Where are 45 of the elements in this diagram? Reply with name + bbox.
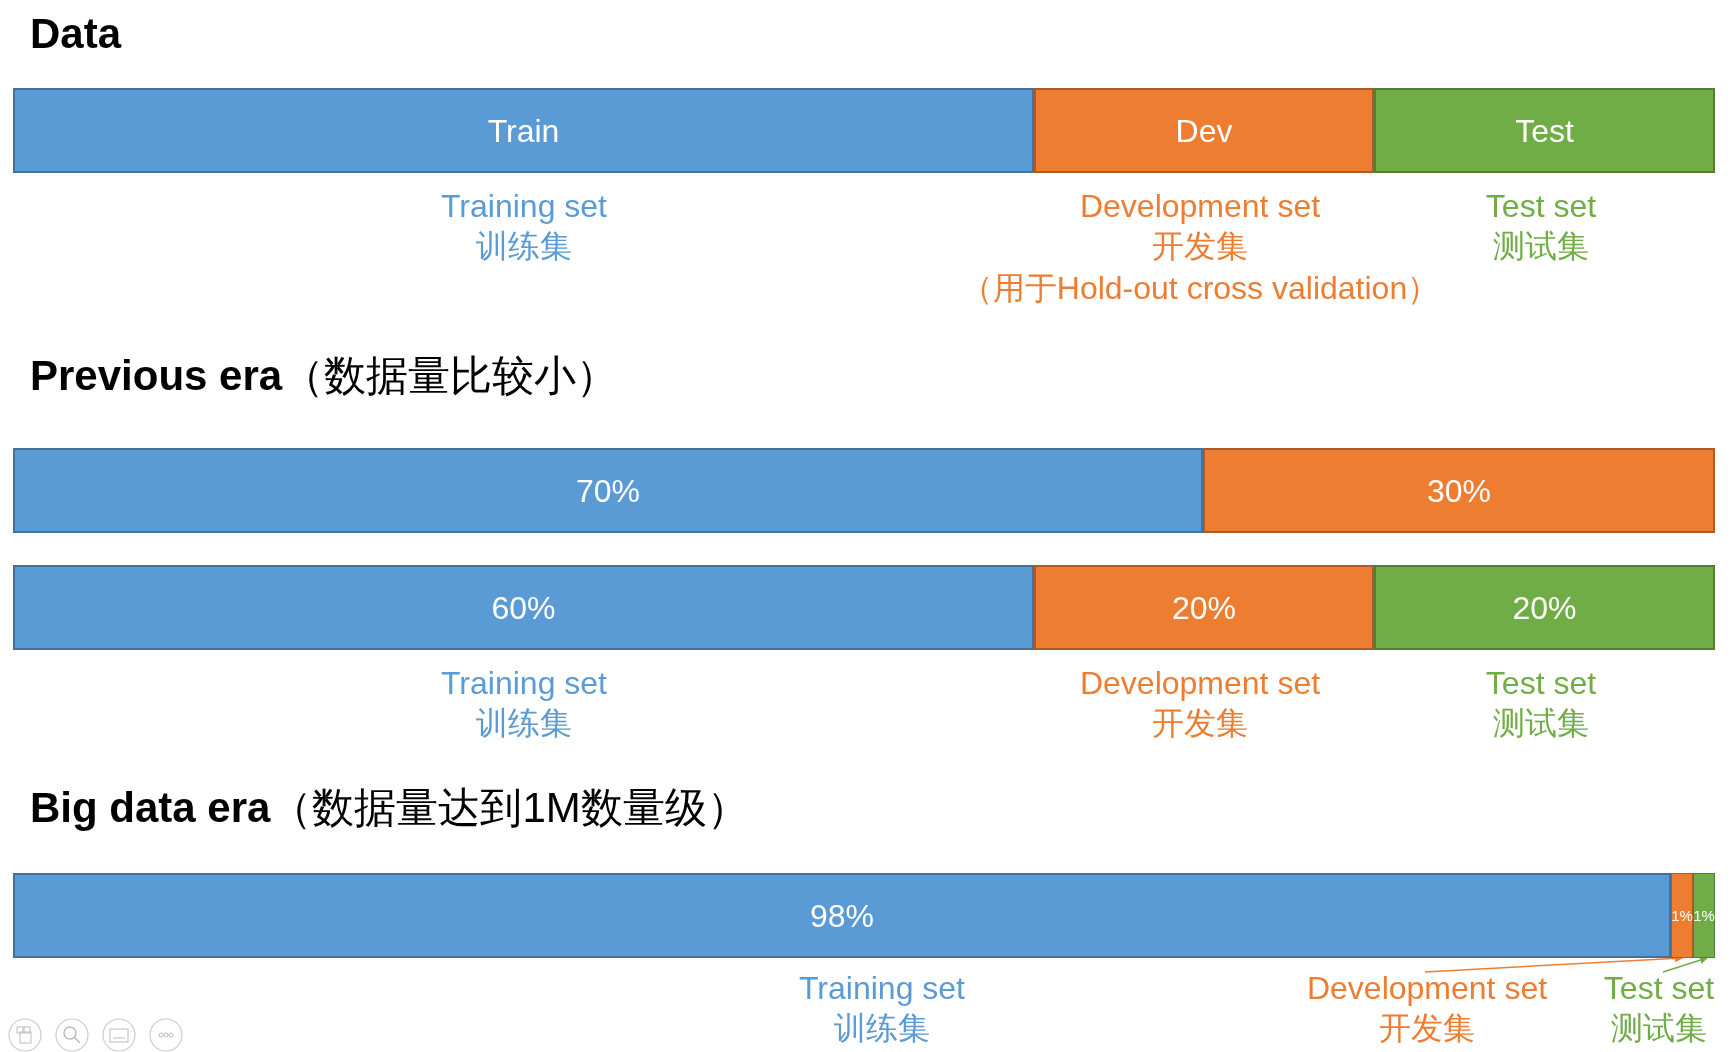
set-label: 测试集 — [1492, 227, 1590, 266]
set-label: 开发集 — [1151, 704, 1249, 743]
set-label: 训练集 — [475, 227, 573, 266]
arrow — [1662, 956, 1708, 973]
percentage-label: 1% — [1693, 905, 1715, 926]
set-label: （用于Hold-out cross validation） — [959, 269, 1441, 308]
set-label: Training set — [798, 969, 966, 1008]
bar-segment — [1693, 873, 1715, 958]
bar-segment — [13, 448, 1203, 533]
bar-segment — [1374, 565, 1715, 650]
set-label: Test set — [1603, 969, 1715, 1008]
percentage-label: 20% — [1512, 588, 1577, 628]
bar-segment — [1374, 88, 1715, 173]
set-label: 训练集 — [475, 704, 573, 743]
bar-segment — [13, 873, 1671, 958]
set-label: 开发集 — [1379, 1009, 1475, 1048]
percentage-label: 70% — [575, 471, 640, 511]
set-label: 测试集 — [1492, 704, 1590, 743]
bar-segment — [1034, 88, 1374, 173]
bar-segment — [1671, 873, 1693, 958]
bar-segment — [1203, 448, 1715, 533]
set-label: 测试集 — [1611, 1009, 1707, 1048]
bar-segment — [13, 88, 1034, 173]
percentage-label: Test — [1515, 111, 1574, 151]
percentage-label: 30% — [1426, 471, 1491, 511]
set-label: 开发集 — [1151, 227, 1249, 266]
percentage-label: 1% — [1671, 905, 1693, 926]
section-heading: Previous era（数据量比较小） — [30, 352, 619, 400]
section-heading: Data — [30, 10, 122, 58]
set-label: Training set — [440, 664, 608, 703]
set-label: Test set — [1484, 664, 1598, 703]
percentage-label: 20% — [1171, 588, 1236, 628]
set-label: Training set — [440, 187, 608, 226]
bar-segment — [13, 565, 1034, 650]
set-label: 训练集 — [833, 1009, 931, 1048]
set-label: Development set — [1078, 664, 1322, 703]
section-heading: Big data era（数据量达到1M数量级） — [30, 784, 749, 832]
percentage-label: Train — [487, 111, 560, 151]
set-label: Development set — [1078, 187, 1322, 226]
bar-segment — [1034, 565, 1374, 650]
percentage-label: 98% — [809, 896, 874, 936]
percentage-label: Dev — [1175, 111, 1233, 151]
set-label: Development set — [1306, 969, 1548, 1008]
percentage-label: 60% — [491, 588, 556, 628]
set-label: Test set — [1484, 187, 1598, 226]
